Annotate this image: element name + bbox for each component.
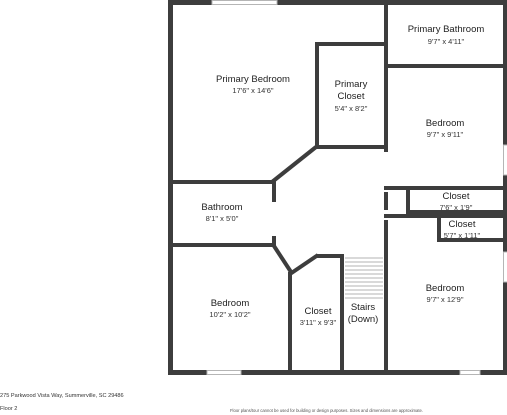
room-name-bathroom: Bathroom	[201, 202, 242, 213]
room-dim-closet-c: 3'11" x 9'3"	[300, 318, 337, 327]
room-labels: Primary Bathroom 9'7" x 4'11" Primary Be…	[201, 24, 484, 327]
room-dim-primary-closet: 5'4" x 8'2"	[335, 104, 368, 113]
room-name-bedroom-se: Bedroom	[426, 283, 465, 294]
room-name-primary-bedroom: Primary Bedroom	[216, 74, 290, 85]
room-name-primary-closet-line2: Closet	[338, 91, 365, 102]
room-dim-bedroom-east: 9'7" x 9'11"	[427, 130, 464, 139]
room-name-closet-b: Closet	[449, 219, 476, 230]
windows	[206, 0, 507, 375]
room-name-bedroom-sw: Bedroom	[211, 298, 250, 309]
room-name-bedroom-east: Bedroom	[426, 118, 465, 129]
room-dim-closet-b: 5'7" x 1'11"	[444, 231, 481, 240]
footer-address: 275 Parkwood Vista Way, Summerville, SC …	[0, 393, 124, 399]
room-name-stairs-line2: (Down)	[348, 314, 379, 325]
room-dim-primary-bedroom: 17'6" x 14'6"	[232, 86, 273, 95]
room-name-closet-c: Closet	[305, 306, 332, 317]
room-dim-bedroom-se: 9'7" x 12'9"	[427, 295, 464, 304]
room-dim-bathroom: 8'1" x 5'0"	[206, 214, 239, 223]
room-name-closet-a: Closet	[443, 191, 470, 202]
stairs-treads	[345, 257, 383, 299]
room-dim-primary-bathroom: 9'7" x 4'11"	[428, 37, 465, 46]
interior-walls	[168, 5, 507, 372]
room-name-primary-closet-line1: Primary	[335, 79, 368, 90]
room-name-stairs-line1: Stairs	[351, 302, 376, 313]
room-dim-bedroom-sw: 10'2" x 10'2"	[209, 310, 250, 319]
footer-disclaimer: Floor plans/tour cannot be used for buil…	[230, 408, 423, 413]
footer-floor: Floor 2	[0, 406, 18, 412]
room-dim-closet-a: 7'6" x 1'9"	[440, 203, 473, 212]
room-name-primary-bathroom: Primary Bathroom	[408, 24, 485, 35]
